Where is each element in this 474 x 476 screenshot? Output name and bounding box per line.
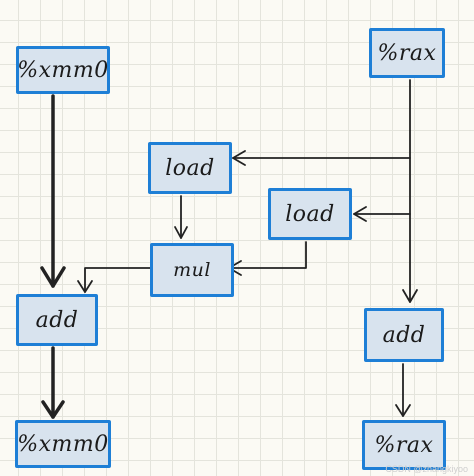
edge-xmm0-to-add-arrowhead xyxy=(40,266,66,288)
edge-load-to-mul-arrowhead xyxy=(174,226,188,239)
edge-add-to-xmm0-arrowhead xyxy=(41,400,65,419)
node-add-right: add xyxy=(364,308,444,362)
watermark: CSDN @zhangkiyoo xyxy=(385,464,468,474)
edge-load-right-to-mul xyxy=(228,241,307,269)
edge-add-to-rax-arrowhead xyxy=(395,404,411,417)
edge-mul-to-add xyxy=(84,267,153,293)
node-xmm0-input: %xmm0 xyxy=(16,46,110,94)
node-rax-input: %rax xyxy=(369,28,445,78)
edge-mul-to-add-arrowhead xyxy=(77,280,93,293)
edge-rax-to-add-arrowhead xyxy=(402,289,418,303)
edge-rax-to-load-left-arrowhead xyxy=(232,150,246,166)
node-xmm0-output: %xmm0 xyxy=(15,420,111,468)
node-load-right: load xyxy=(268,188,352,240)
node-load-left: load xyxy=(148,142,232,194)
edge-rax-to-load-right-arrowhead xyxy=(353,206,367,222)
node-rax-output: %rax xyxy=(362,420,446,470)
node-mul: mul xyxy=(150,243,234,297)
node-add-left: add xyxy=(16,294,98,346)
